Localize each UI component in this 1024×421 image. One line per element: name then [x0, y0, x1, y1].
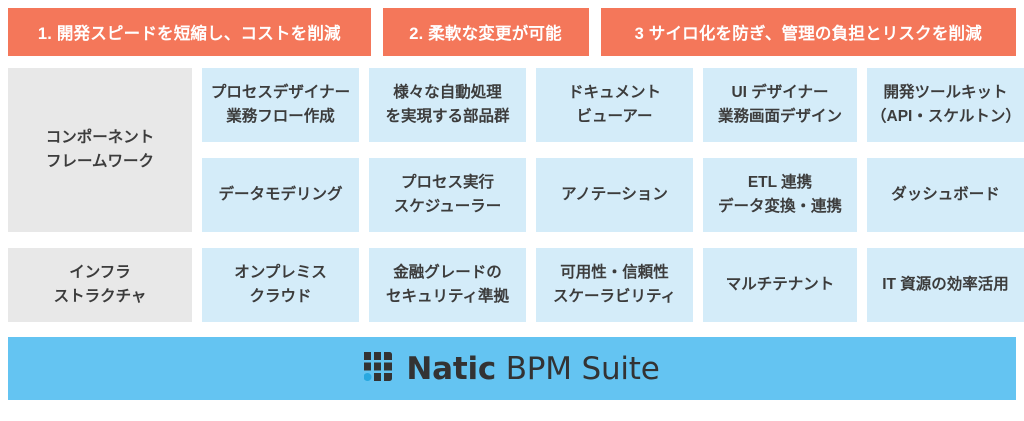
- matrix-cell: ETL 連携 データ変換・連携: [703, 158, 857, 232]
- matrix-cell: データモデリング: [202, 158, 359, 232]
- matrix-cell: アノテーション: [536, 158, 693, 232]
- matrix-cell: 様々な自動処理 を実現する部品群: [369, 68, 526, 142]
- cell-line-1: データモデリング: [218, 185, 343, 203]
- brand-name-light: BPM Suite: [496, 350, 660, 387]
- matrix-band-component-framework: コンポーネント フレームワーク プロセスデザイナー 業務フロー作成 様々な自動処…: [8, 68, 1024, 232]
- matrix-cell: IT 資源の効率活用: [867, 248, 1024, 322]
- benefit-bar-2-label: 2. 柔軟な変更が可能: [409, 25, 562, 43]
- cell-line-2: クラウド: [249, 288, 312, 305]
- matrix-cell: ドキュメント ビューアー: [536, 68, 693, 142]
- matrix-cell: プロセス実行 スケジューラー: [369, 158, 526, 232]
- cell-line-1: プロセスデザイナー: [210, 83, 351, 101]
- benefit-bar-2: 2. 柔軟な変更が可能: [382, 8, 589, 56]
- cell-line-1: 様々な自動処理: [393, 83, 502, 101]
- band-label-line-1: コンポーネント: [45, 128, 155, 146]
- cell-line-1: UI デザイナー: [731, 83, 829, 101]
- matrix-row: データモデリング プロセス実行 スケジューラー アノテーション: [202, 158, 1024, 232]
- matrix-cell: 金融グレードの セキュリティ準拠: [369, 248, 526, 322]
- cell-line-1: ETL 連携: [747, 173, 813, 191]
- brand-lockup: Natic BPM Suite: [363, 351, 660, 387]
- matrix-cell: マルチテナント: [703, 248, 857, 322]
- cell-line-1: オンプレミス: [234, 263, 327, 281]
- benefit-bar-3: 3 サイロ化を防ぎ、管理の負担とリスクを削減: [600, 8, 1016, 56]
- cell-line-1: IT 資源の効率活用: [882, 275, 1009, 293]
- cell-line-2: ビューアー: [576, 108, 653, 125]
- cell-line-2: 業務画面デザイン: [717, 108, 842, 125]
- matrix-cell: 開発ツールキット （API・スケルトン）: [867, 68, 1024, 142]
- cell-line-2: セキュリティ準拠: [385, 288, 510, 305]
- band-label-component-framework: コンポーネント フレームワーク: [8, 68, 192, 232]
- cell-line-1: マルチテナント: [725, 275, 835, 293]
- matrix-row: オンプレミス クラウド 金融グレードの セキュリティ準拠 可用性・信頼性: [202, 248, 1024, 322]
- benefit-bar-1: 1. 開発スピードを短縮し、コストを削減: [8, 8, 371, 56]
- band-label-line-2: フレームワーク: [45, 153, 155, 170]
- matrix-cell: プロセスデザイナー 業務フロー作成: [202, 68, 359, 142]
- capability-matrix: コンポーネント フレームワーク プロセスデザイナー 業務フロー作成 様々な自動処…: [8, 68, 1024, 322]
- matrix-cell: オンプレミス クラウド: [202, 248, 359, 322]
- cell-line-2: 業務フロー作成: [226, 108, 335, 125]
- cell-line-1: 可用性・信頼性: [560, 263, 669, 281]
- cell-line-1: アノテーション: [561, 185, 668, 203]
- cell-line-1: ダッシュボード: [891, 185, 1000, 203]
- brand-name-strong: Natic: [406, 350, 497, 387]
- matrix-cell: ダッシュボード: [867, 158, 1024, 232]
- nine-square-grid-icon: [363, 351, 393, 386]
- benefit-bar-3-label: 3 サイロ化を防ぎ、管理の負担とリスクを削減: [634, 25, 982, 43]
- cell-line-2: スケーラビリティ: [552, 288, 677, 305]
- benefit-bar-1-label: 1. 開発スピードを短縮し、コストを削減: [37, 25, 341, 43]
- cell-line-1: ドキュメント: [567, 83, 661, 101]
- cell-line-2: を実現する部品群: [385, 108, 510, 125]
- cell-line-2: データ変換・連携: [717, 198, 842, 215]
- band-cells-infrastructure: オンプレミス クラウド 金融グレードの セキュリティ準拠 可用性・信頼性: [202, 248, 1024, 322]
- matrix-cell: UI デザイナー 業務画面デザイン: [703, 68, 857, 142]
- cell-line-1: 金融グレードの: [393, 263, 502, 281]
- cell-line-2: （API・スケルトン）: [871, 108, 1021, 125]
- band-cells-component-framework: プロセスデザイナー 業務フロー作成 様々な自動処理 を実現する部品群 ドキュメン…: [202, 68, 1024, 232]
- brand-name: Natic BPM Suite: [406, 351, 659, 387]
- band-label-line-1: インフラ: [69, 263, 131, 281]
- matrix-band-infrastructure: インフラ ストラクチャ オンプレミス クラウド 金融グレードの: [8, 248, 1024, 322]
- cell-line-1: 開発ツールキット: [883, 83, 1008, 101]
- product-brand-banner: Natic BPM Suite: [8, 337, 1016, 400]
- matrix-cell: 可用性・信頼性 スケーラビリティ: [536, 248, 693, 322]
- band-label-line-2: ストラクチャ: [53, 288, 147, 305]
- cell-line-1: プロセス実行: [400, 173, 494, 191]
- band-label-infrastructure: インフラ ストラクチャ: [8, 248, 192, 322]
- benefits-header-row: 1. 開発スピードを短縮し、コストを削減 2. 柔軟な変更が可能 3 サイロ化を…: [8, 8, 1016, 56]
- matrix-row: プロセスデザイナー 業務フロー作成 様々な自動処理 を実現する部品群 ドキュメン…: [202, 68, 1024, 142]
- cell-line-2: スケジューラー: [393, 198, 502, 215]
